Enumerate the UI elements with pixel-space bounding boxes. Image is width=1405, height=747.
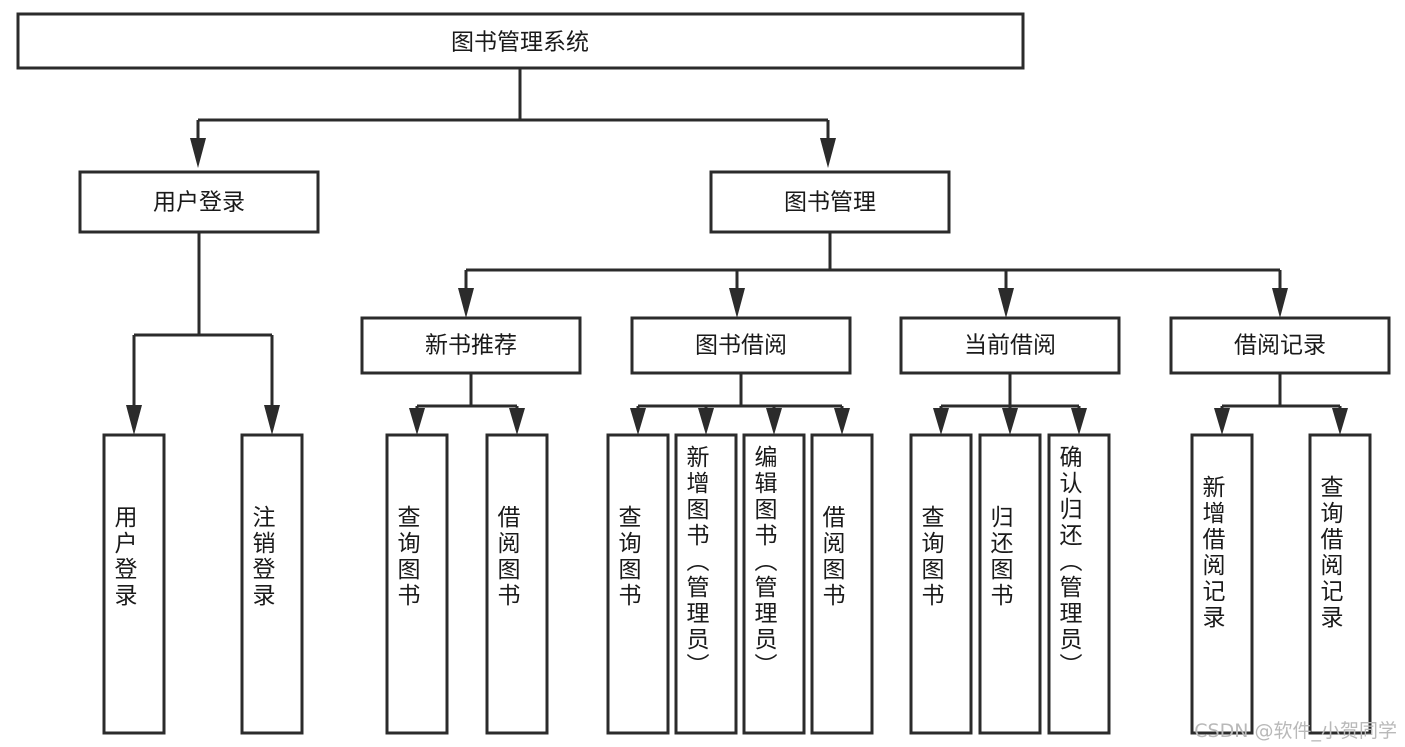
node-current-borrow-label: 当前借阅 bbox=[964, 333, 1056, 359]
node-leaf-book-borrow-3[interactable] bbox=[742, 433, 806, 735]
node-leaf-current-borrow-3[interactable] bbox=[1047, 433, 1111, 735]
arrowhead-new-book-leaf-1 bbox=[409, 408, 425, 435]
node-user-login-label: 用户登录 bbox=[153, 190, 245, 216]
node-leaf-book-borrow-2[interactable] bbox=[674, 433, 738, 735]
node-leaf-new-book-2[interactable] bbox=[485, 433, 549, 735]
node-book-borrow-label: 图书借阅 bbox=[695, 333, 787, 359]
node-leaf-borrow-record-1[interactable] bbox=[1190, 433, 1254, 735]
arrowhead-current-borrow-leaf-2 bbox=[1002, 408, 1018, 435]
node-leaf-current-borrow-2[interactable] bbox=[978, 433, 1042, 735]
arrowhead-borrow-record-leaf-2 bbox=[1332, 408, 1348, 435]
arrowhead-current-borrow-leaf-1 bbox=[933, 408, 949, 435]
arrowhead-level3-book-borrow bbox=[729, 288, 745, 318]
node-borrow-record-box[interactable] bbox=[1169, 316, 1391, 375]
arrowhead-root-to-book-manage bbox=[820, 138, 836, 168]
node-book-manage-label: 图书管理 bbox=[784, 190, 876, 216]
node-leaf-book-borrow-4[interactable] bbox=[810, 433, 874, 735]
node-new-book-recommend-label: 新书推荐 bbox=[425, 333, 517, 359]
arrowhead-book-borrow-leaf-4 bbox=[834, 408, 850, 435]
arrowhead-user-login-leaf-2 bbox=[264, 405, 280, 435]
arrowhead-level3-current-borrow bbox=[998, 288, 1014, 318]
arrowhead-book-borrow-leaf-2 bbox=[698, 408, 714, 435]
csdn-watermark: CSDN @软件_小贺同学 bbox=[1194, 720, 1397, 742]
node-root-label: 图书管理系统 bbox=[451, 30, 589, 56]
node-root-box[interactable] bbox=[16, 12, 1025, 70]
node-leaf-borrow-record-2[interactable] bbox=[1308, 433, 1372, 735]
arrowhead-root-to-user-login bbox=[190, 138, 206, 168]
arrowhead-book-borrow-leaf-1 bbox=[630, 408, 646, 435]
node-new-book-recommend-box[interactable] bbox=[360, 316, 582, 375]
arrowhead-current-borrow-leaf-3 bbox=[1071, 408, 1087, 435]
arrowhead-level3-new-book bbox=[458, 288, 474, 318]
node-borrow-record-label: 借阅记录 bbox=[1234, 333, 1326, 359]
arrowhead-user-login-leaf-1 bbox=[126, 405, 142, 435]
node-leaf-new-book-1[interactable] bbox=[385, 433, 449, 735]
arrowhead-book-borrow-leaf-3 bbox=[766, 408, 782, 435]
node-leaf-book-borrow-1[interactable] bbox=[606, 433, 670, 735]
arrowhead-level3-borrow-record bbox=[1272, 288, 1288, 318]
node-leaf-user-login-2[interactable] bbox=[240, 433, 304, 735]
arrowhead-new-book-leaf-2 bbox=[509, 408, 525, 435]
arrowhead-borrow-record-leaf-1 bbox=[1214, 408, 1230, 435]
node-book-borrow-box[interactable] bbox=[630, 316, 852, 375]
node-leaf-current-borrow-1[interactable] bbox=[909, 433, 973, 735]
node-book-manage-box[interactable] bbox=[709, 170, 951, 234]
node-leaf-user-login-1[interactable] bbox=[102, 433, 166, 735]
node-current-borrow-box[interactable] bbox=[899, 316, 1121, 375]
